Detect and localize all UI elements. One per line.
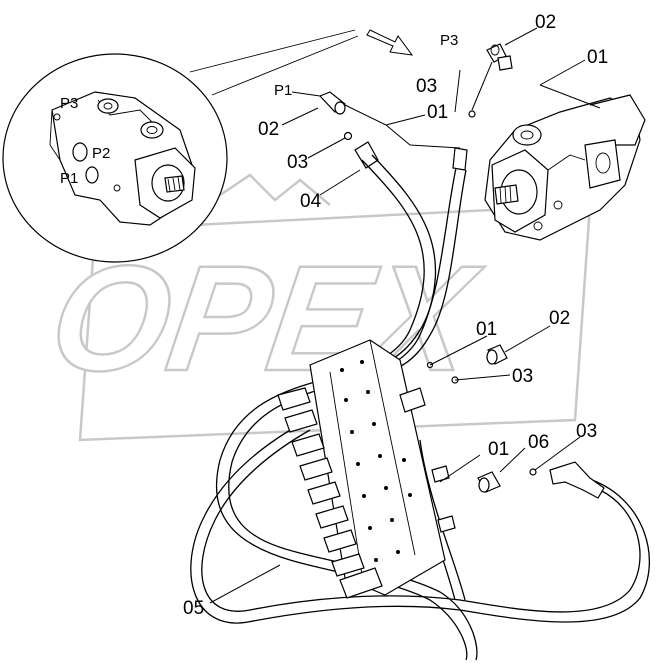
callout-01-mid: 01 — [427, 102, 448, 123]
inset-pump — [49, 91, 196, 226]
inset-label-p2: P2 — [92, 145, 110, 162]
callout-01-top: 01 — [587, 47, 608, 68]
callout-03-right: 03 — [512, 366, 533, 387]
port-label-p3: P3 — [440, 32, 458, 49]
callout-03-left: 03 — [287, 152, 308, 173]
callout-01-right: 01 — [476, 319, 497, 340]
o-ring-left — [343, 131, 353, 141]
callout-03-mid: 03 — [416, 76, 437, 97]
inset-label-p3: P3 — [60, 95, 78, 112]
view-direction-arrow — [366, 29, 414, 56]
callout-01-lower: 01 — [488, 439, 509, 460]
callout-06: 06 — [528, 432, 549, 453]
fitting-06 — [477, 471, 501, 493]
callout-03-lower: 03 — [576, 421, 597, 442]
hose-end-right — [452, 147, 468, 171]
valve-spool-stack — [277, 387, 383, 599]
inset-label-p1: P1 — [60, 170, 78, 187]
valve-bolt-holes — [340, 360, 412, 562]
port-label-p1: P1 — [274, 82, 292, 99]
leader-lines — [209, 27, 601, 604]
callout-02-right: 02 — [549, 308, 570, 329]
callout-02-top: 02 — [535, 12, 556, 33]
elbow-fitting-p3 — [486, 43, 513, 71]
callout-05: 05 — [183, 598, 204, 619]
hose-end-left — [354, 141, 379, 169]
control-valve-block — [277, 339, 456, 599]
callout-04: 04 — [300, 191, 322, 212]
inset-detail-view: P3 P2 P1 — [2, 29, 359, 263]
main-pump — [484, 94, 646, 241]
o-ring-top — [468, 110, 476, 118]
callout-02-left: 02 — [258, 119, 279, 140]
valve-fitting-02 — [486, 344, 508, 365]
o-ring-lower — [529, 468, 537, 476]
straight-fitting-p1 — [318, 91, 346, 115]
hose-end-lower-right — [549, 461, 605, 499]
